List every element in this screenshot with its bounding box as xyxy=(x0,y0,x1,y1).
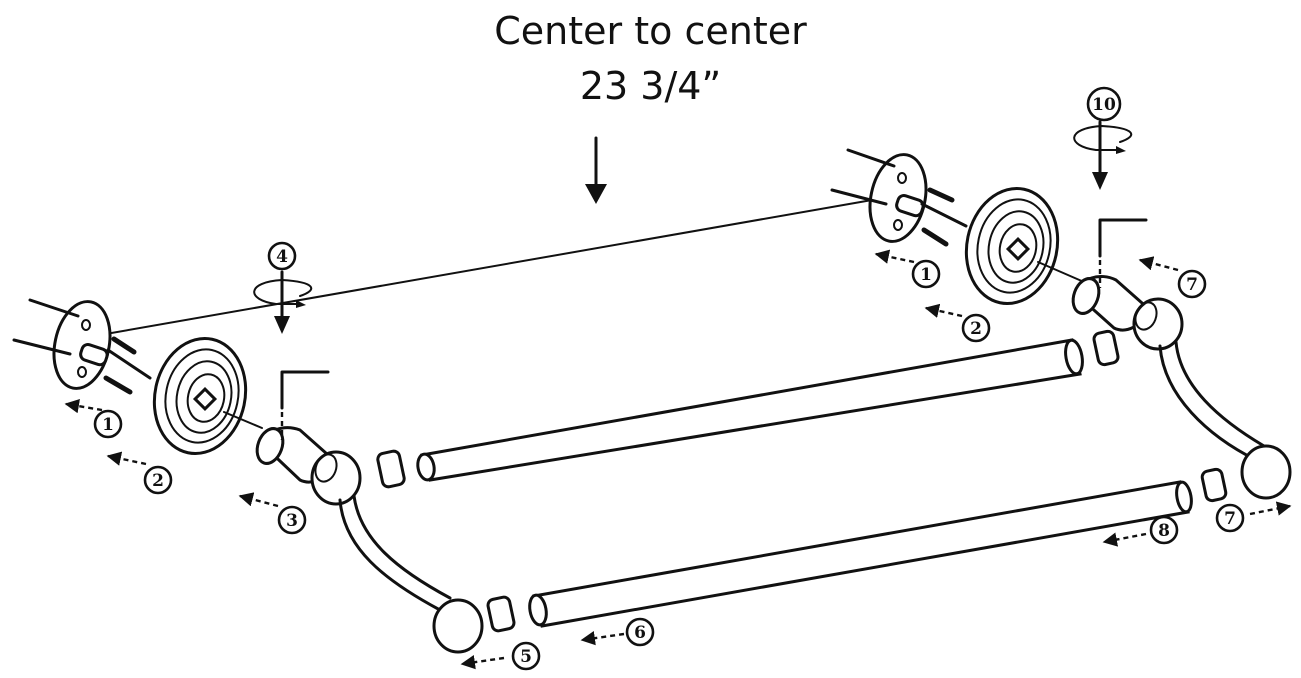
svg-text:2: 2 xyxy=(970,319,982,339)
svg-text:3: 3 xyxy=(286,511,298,531)
svg-text:1: 1 xyxy=(920,265,932,285)
center-pointer-arrow-icon xyxy=(585,136,607,204)
step-badge-3: 3 xyxy=(277,505,307,535)
lower-left-bar-sleeve xyxy=(486,595,516,633)
right-mounting-plate xyxy=(868,153,928,243)
diagram-title-dimension: 23 3/4” xyxy=(579,64,722,108)
upper-left-bar-sleeve xyxy=(376,449,406,489)
lower-towel-bar xyxy=(528,480,1193,628)
step4-rotate-arrow-icon xyxy=(253,270,313,334)
svg-text:6: 6 xyxy=(634,623,646,643)
step10-rotate-arrow-icon xyxy=(1073,120,1133,190)
step-badge-7-right: 7 xyxy=(1177,269,1207,299)
diagram-title-line1: Center to center xyxy=(494,9,807,53)
center-to-center-line xyxy=(99,199,873,336)
left-set-screw-axis xyxy=(223,411,263,429)
left-mounting-plate xyxy=(52,300,112,390)
step-badge-8: 8 xyxy=(1149,515,1179,545)
lower-right-bar-sleeve xyxy=(1200,467,1228,503)
step-badge-1-right: 1 xyxy=(911,259,941,289)
svg-text:4: 4 xyxy=(276,247,288,267)
step-badge-2-left: 2 xyxy=(143,465,173,495)
svg-text:8: 8 xyxy=(1158,521,1170,541)
step8-direction-arrow-icon xyxy=(1102,532,1147,547)
upper-right-bar-sleeve xyxy=(1092,329,1120,367)
left-screws xyxy=(12,298,152,395)
left-curved-arm xyxy=(338,494,484,654)
step-badge-6: 6 xyxy=(625,617,655,647)
step-badge-5: 5 xyxy=(511,641,541,671)
svg-text:2: 2 xyxy=(152,471,164,491)
svg-text:10: 10 xyxy=(1092,95,1116,115)
svg-text:7: 7 xyxy=(1186,275,1198,295)
svg-text:7: 7 xyxy=(1224,509,1236,529)
right-curved-arm xyxy=(1158,340,1292,500)
left-allen-key xyxy=(280,370,330,440)
left-post xyxy=(255,426,362,506)
svg-text:5: 5 xyxy=(520,647,532,667)
left-rosette xyxy=(152,337,248,455)
right-rosette xyxy=(964,187,1060,305)
step-badge-2-right: 2 xyxy=(961,313,991,343)
svg-text:1: 1 xyxy=(102,415,114,435)
right-direction-arrows xyxy=(874,249,1292,516)
upper-towel-bar xyxy=(416,338,1084,482)
step-badge-7-bottom: 7 xyxy=(1215,503,1245,533)
step-badge-4: 4 xyxy=(267,241,297,271)
right-set-screw-axis xyxy=(1037,261,1085,283)
left-direction-arrows xyxy=(64,399,625,670)
right-post xyxy=(1071,275,1184,351)
step-badge-1-left: 1 xyxy=(93,409,123,439)
right-allen-key xyxy=(1098,218,1148,288)
right-screws xyxy=(830,148,968,247)
step-badge-10: 10 xyxy=(1086,86,1122,122)
